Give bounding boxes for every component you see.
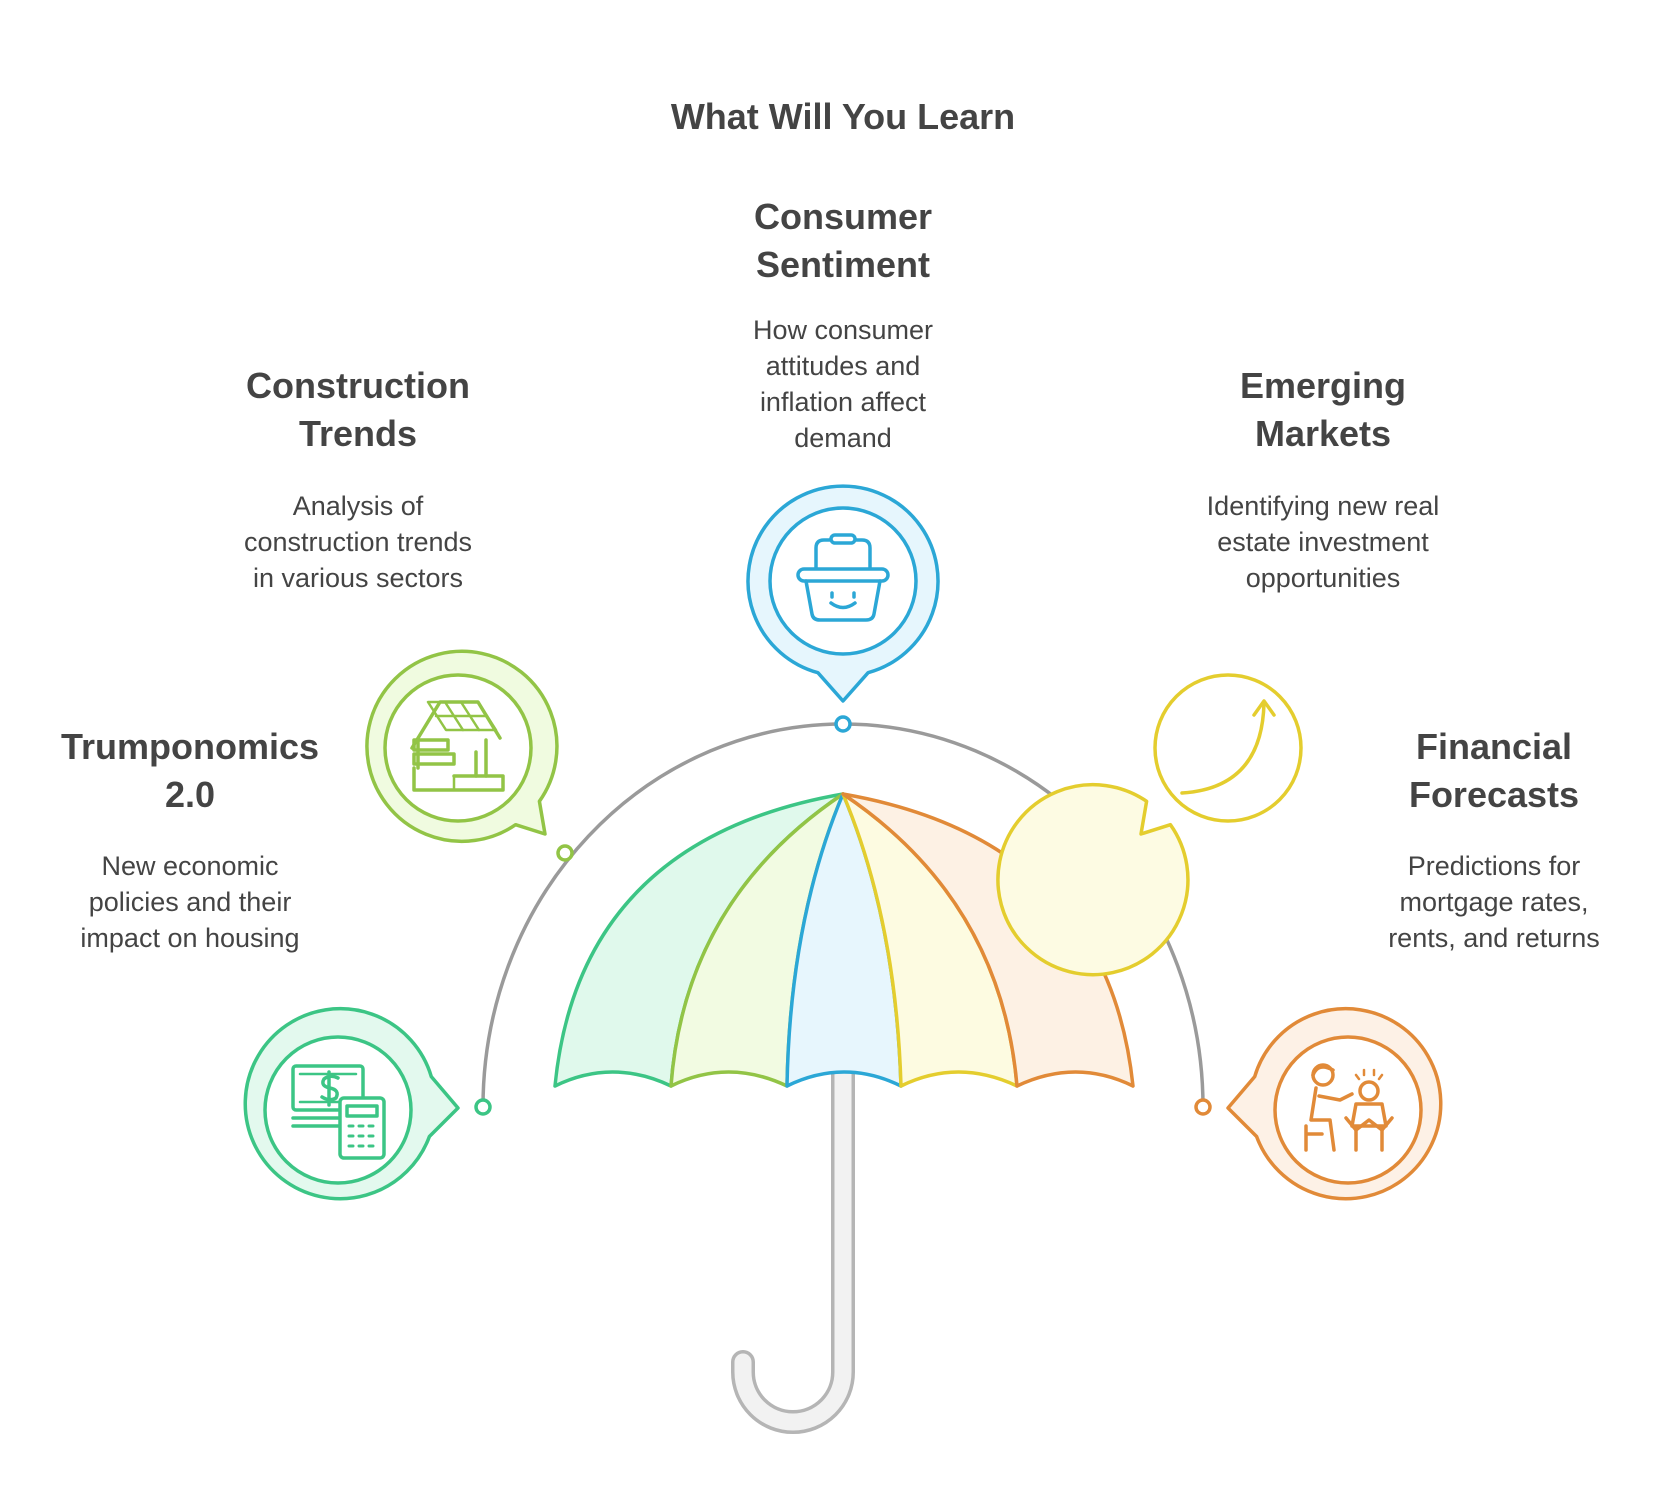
connector-dot-1 [474, 1098, 492, 1116]
topic-description-financial-forecasts: Predictions for mortgage rates, rents, a… [1388, 851, 1600, 953]
bubble-consumer-sentiment [746, 484, 940, 703]
topic-description-construction: Analysis of construction trends in vario… [243, 491, 473, 593]
connector-dot-5 [1194, 1098, 1212, 1116]
house-solar-panel-icon [410, 700, 505, 792]
family-advisor-icon [1304, 1063, 1394, 1152]
page-title: What Will You Learn [670, 96, 1016, 137]
topic-description-trumponomics: New economic policies and their impact o… [80, 851, 300, 953]
bubble-financial-forecasts [1226, 1006, 1443, 1201]
bubble-construction [365, 649, 559, 844]
topic-heading-emerging-markets: Emerging Markets [1239, 365, 1407, 454]
topic-heading-construction: Construction Trends [246, 365, 470, 454]
topic-heading-financial-forecasts: Financial Forecasts [1408, 726, 1580, 815]
smiling-basket-icon [796, 533, 890, 622]
connector-dot-2 [556, 844, 574, 862]
topic-heading-trumponomics: Trumponomics 2.0 [60, 726, 320, 815]
topic-heading-consumer-sentiment: Consumer Sentiment [753, 196, 933, 285]
bubble-trumponomics [243, 1006, 460, 1201]
growth-arrow-icon [1180, 699, 1276, 795]
money-calculator-icon [291, 1064, 386, 1160]
topic-description-emerging-markets: Identifying new real estate investment o… [1206, 491, 1440, 593]
umbrella-canopy [553, 792, 1135, 1088]
bubble-emerging-markets [996, 673, 1303, 977]
topic-description-consumer-sentiment: How consumer attitudes and inflation aff… [752, 315, 934, 453]
connector-dot-3 [834, 715, 852, 733]
umbrella-handle [731, 1060, 855, 1434]
